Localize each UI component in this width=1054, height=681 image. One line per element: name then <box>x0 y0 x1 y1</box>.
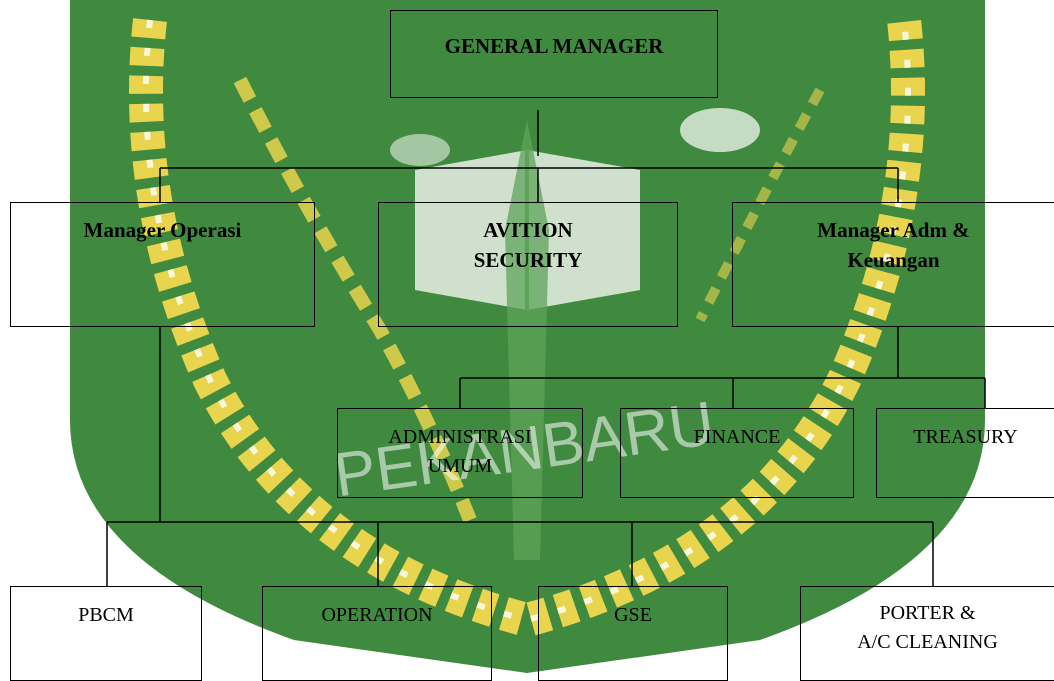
node-manager-operasi: Manager Operasi <box>10 202 315 327</box>
node-operation: OPERATION <box>262 586 492 681</box>
node-finance: FINANCE <box>620 408 854 498</box>
node-manager-adm: Manager Adm & Keuangan <box>732 202 1054 327</box>
node-avition-security: AVITION SECURITY <box>378 202 678 327</box>
node-label: Keuangan <box>847 248 940 273</box>
node-label: ADMINISTRASI <box>388 426 532 448</box>
node-label: FINANCE <box>693 426 781 448</box>
node-label: TREASURY <box>913 426 1018 448</box>
node-label: PBCM <box>78 604 134 626</box>
node-label: Manager Adm & <box>817 218 970 242</box>
node-administrasi-umum: ADMINISTRASI UMUM <box>337 408 583 498</box>
node-label: AVITION <box>483 218 573 242</box>
node-pbcm: PBCM <box>10 586 202 681</box>
node-label: A/C CLEANING <box>857 631 998 653</box>
node-label: OPERATION <box>321 604 433 626</box>
node-label: PORTER & <box>879 602 976 624</box>
node-label: GENERAL MANAGER <box>444 34 664 58</box>
node-label: Manager Operasi <box>83 218 242 242</box>
node-gse: GSE <box>538 586 728 681</box>
node-general-manager: GENERAL MANAGER <box>390 10 718 98</box>
node-label: SECURITY <box>473 248 583 273</box>
node-porter: PORTER & A/C CLEANING <box>800 586 1054 681</box>
node-label: UMUM <box>427 455 493 477</box>
node-label: GSE <box>614 604 652 626</box>
node-treasury: TREASURY <box>876 408 1054 498</box>
